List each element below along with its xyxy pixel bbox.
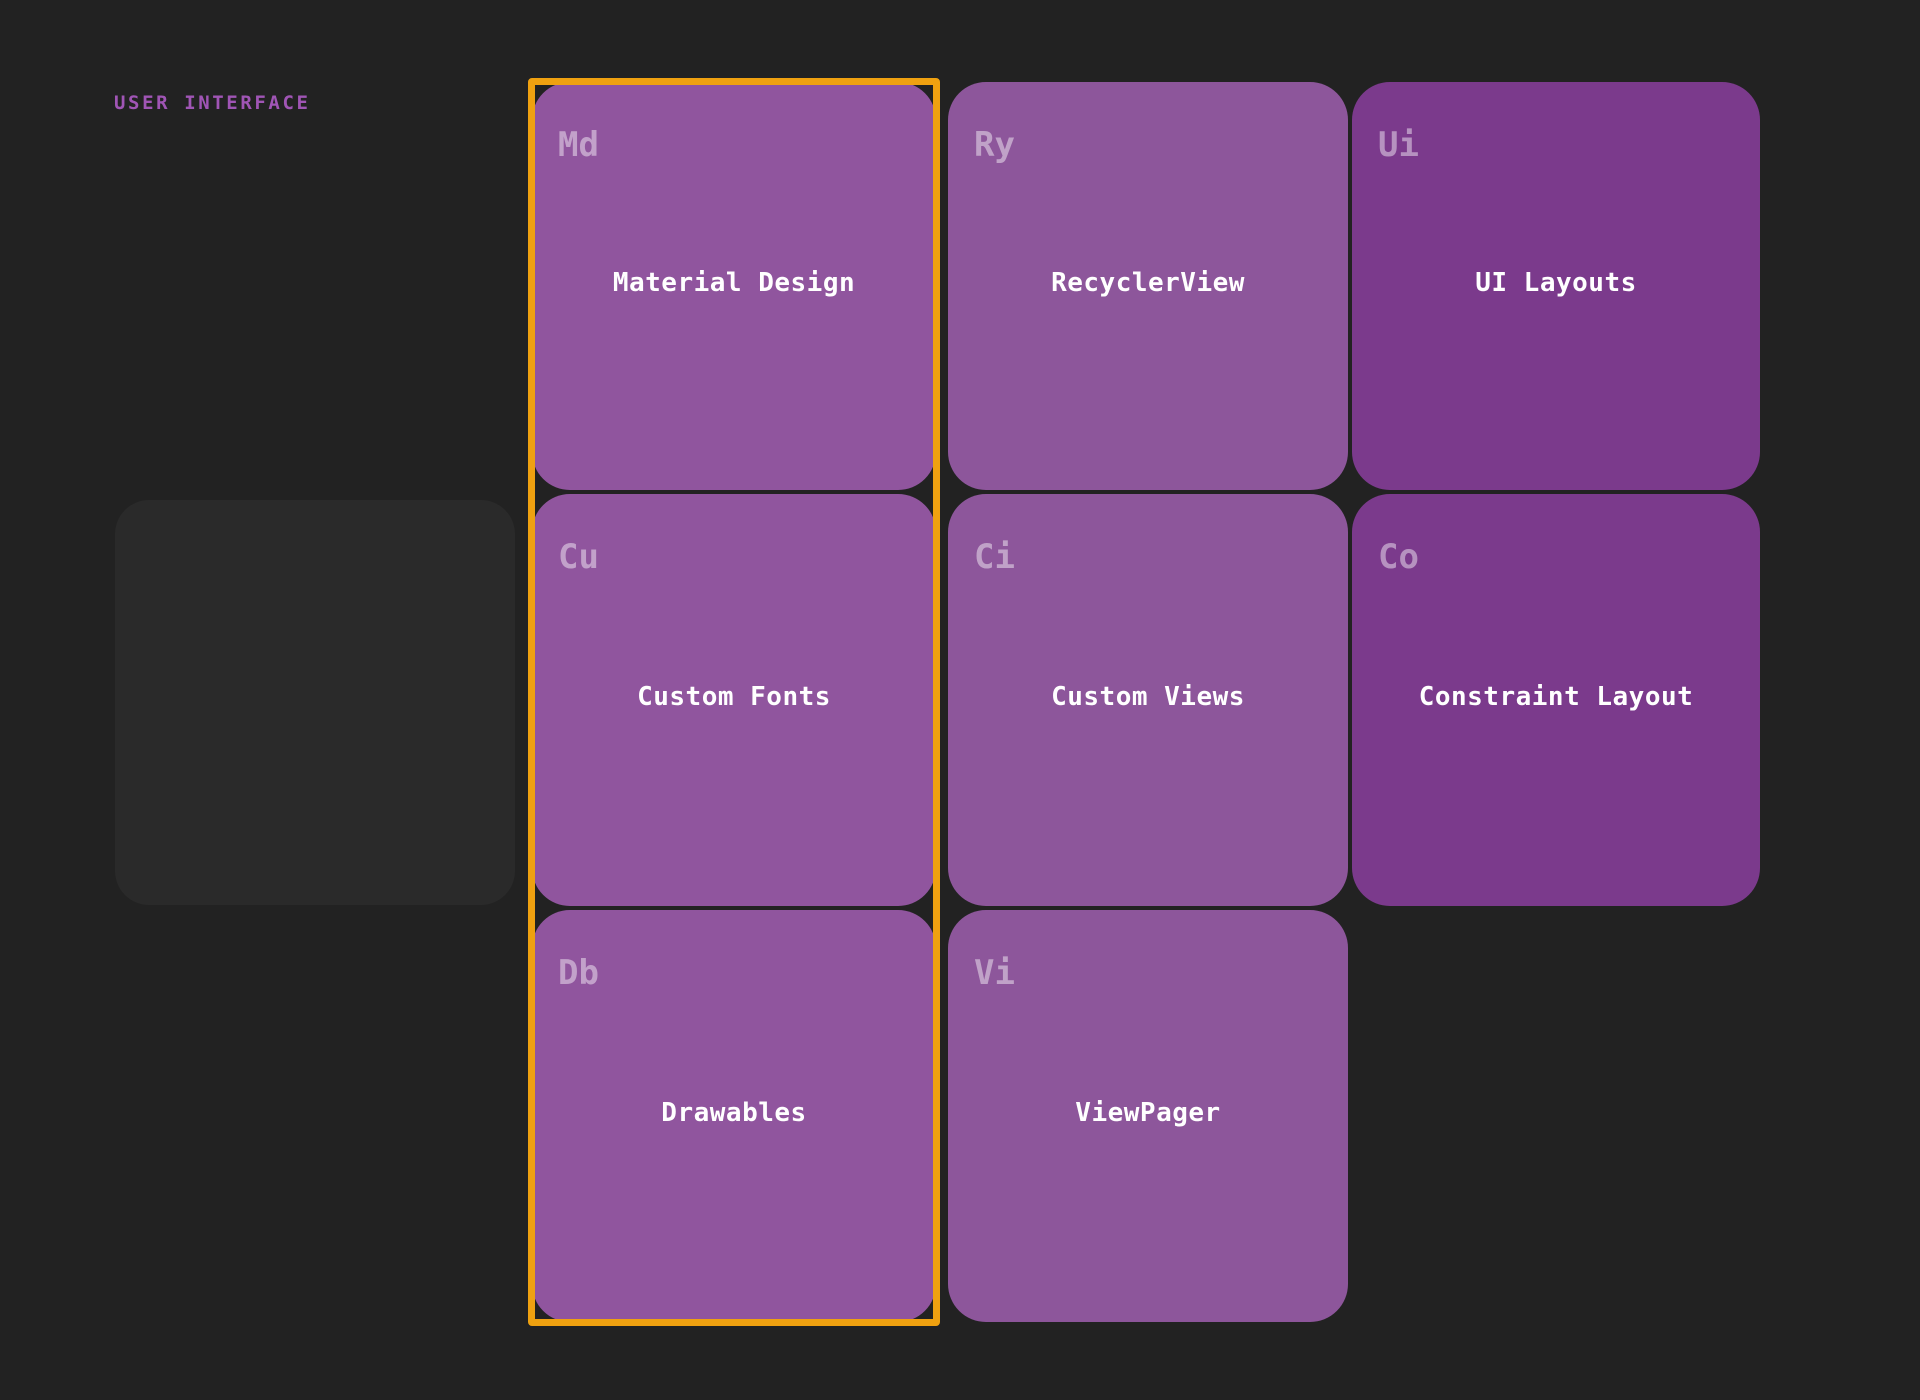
tile-abbreviation: Ry xyxy=(974,125,1015,165)
tile-abbreviation: Co xyxy=(1378,537,1419,577)
tile-abbreviation: Md xyxy=(558,125,599,165)
tile-abbreviation: Db xyxy=(558,953,599,993)
tile-abbreviation: Cu xyxy=(558,537,599,577)
tile-abbreviation: Ui xyxy=(1378,125,1419,165)
tile-title: Custom Fonts xyxy=(637,682,831,712)
tile-card-ui[interactable]: Ui UI Layouts xyxy=(1352,82,1760,490)
tile-title: Custom Views xyxy=(1051,682,1245,712)
tile-title: UI Layouts xyxy=(1475,268,1637,298)
empty-placeholder-tile[interactable] xyxy=(115,500,515,905)
tile-title: Material Design xyxy=(612,268,856,298)
section-label-user-interface: USER INTERFACE xyxy=(114,92,311,114)
tile-abbreviation: Ci xyxy=(974,537,1015,577)
tile-title: RecyclerView xyxy=(1051,268,1245,298)
tile-abbreviation: Vi xyxy=(974,953,1015,993)
tile-title: Constraint Layout xyxy=(1418,682,1694,712)
tile-title: ViewPager xyxy=(1075,1098,1221,1128)
tile-title: Drawables xyxy=(661,1098,807,1128)
